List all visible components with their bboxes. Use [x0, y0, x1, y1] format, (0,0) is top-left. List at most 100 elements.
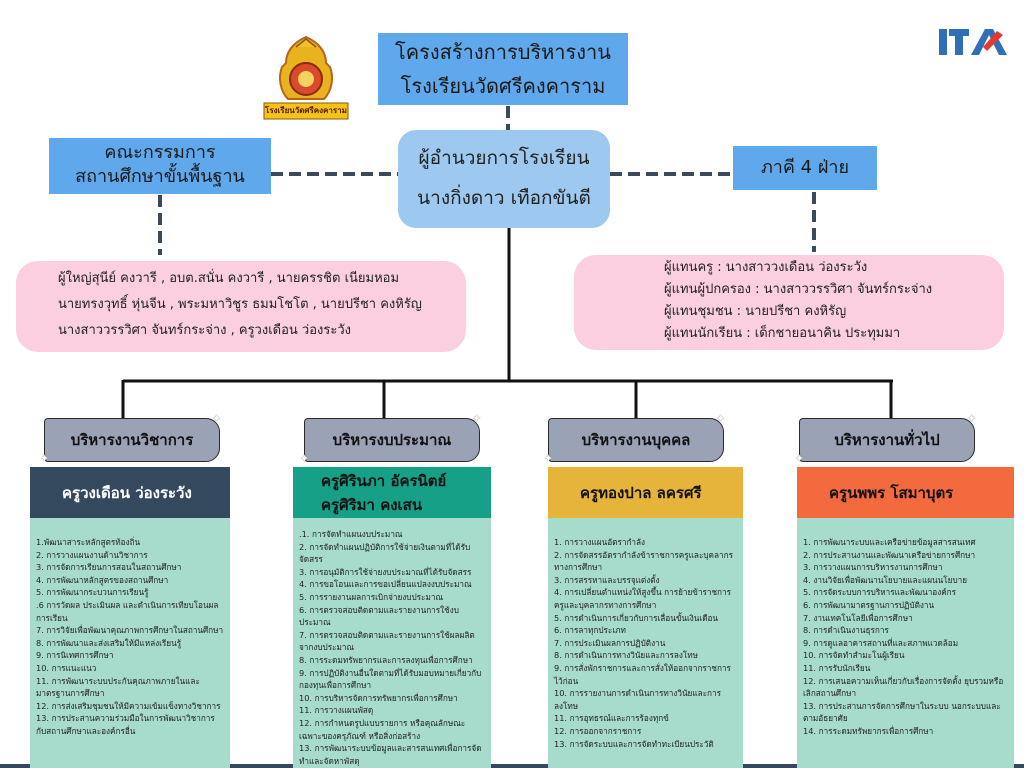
task-item: 1. การวางแผนอัตรากำลัง — [554, 537, 646, 547]
task-item: .6 การวัดผล ประเมินผล และดำเนินการเทียบโ… — [36, 599, 219, 623]
task-item: 3. การอนุมัติการใช้จ่ายงบประมาณที่ได้รับ… — [299, 566, 472, 577]
task-item: 8. การดำเนินการทางวินัยและการลงโทษ — [554, 650, 699, 661]
task-item: 7. งานเทคโนโลยีเพื่อการศึกษา — [803, 612, 913, 623]
task-item: 5. การพัฒนากระบวนการเรียนรู้ — [36, 587, 149, 598]
committee-line: ผู้ใหญ่สุนีย์ คงวารี , อบต.สนั่น คงวารี … — [58, 271, 400, 286]
task-item: 7. การวิจัยเพื่อพัฒนาคุณภาพการศึกษาในสถา… — [36, 625, 224, 636]
logo-caption: โรงเรียนวัดศรีคงคาราม — [265, 106, 347, 115]
task-item: 2. การจัดสรรอัตรากำลังข้าราชการครูและบุค… — [554, 549, 733, 573]
star-icon: ✦ — [300, 452, 310, 465]
task-item: 9. การสั่งพักราชการและการสั่งให้ออกจากรา… — [554, 662, 731, 686]
ita-logo — [937, 25, 1013, 59]
dept-task-list: 1. การวางแผนอัตรากำลัง 2. การจัดสรรอัตราก… — [548, 518, 743, 768]
school-logo: โรงเรียนวัดศรีคงคาราม — [262, 33, 350, 125]
task-item: 9. การดูแลอาคารสถานที่และสภาพแวดล้อม — [803, 637, 959, 648]
committee-members: ผู้ใหญ่สุนีย์ คงวารี , อบต.สนั่น คงวารี … — [16, 261, 466, 352]
task-item: 10. การแนะแนว — [36, 662, 97, 673]
partners-header: ภาคี 4 ฝ่าย — [733, 146, 877, 190]
star-icon: ✦ — [716, 412, 726, 425]
task-item: 12. การกำหนดรูปแบบรายการ หรือคุณลักษณะเฉ… — [299, 717, 466, 741]
task-item: 11. การอุทธรณ์และการร้องทุกข์ — [554, 713, 669, 724]
dept-head-name: ครูนพพร โสมาบุตร — [829, 484, 954, 502]
task-item: 12. การเสนอความเห็นเกี่ยวกับเรื่องการจัด… — [803, 675, 1004, 699]
task-item: 3. การจัดการเรียนการสอนในสถานศึกษา — [36, 562, 182, 573]
star-icon: ✦ — [40, 452, 50, 465]
dept-tab: บริหารงานทั่วไป — [799, 418, 975, 462]
task-item: 11. การรับนักเรียน — [803, 662, 871, 673]
task-item: 9. การปฏิบัติงานอื่นใดตามที่ได้รับมอบหมา… — [299, 667, 482, 691]
star-icon: ✦ — [795, 452, 805, 465]
task-item: 7. การตรวจสอบติดตามและรายงานการใช้ผลผลิต… — [299, 629, 475, 653]
task-item: 4. งานวิจัยเพื่อพัฒนานโยบายและแผนนโยบาย — [803, 574, 968, 585]
committee-line: นายทรงวุทธิ์ หุ่นจีน , พระมหาวิชูร ธมมโช… — [58, 297, 422, 312]
task-item: 10. การบริหารจัดการทรัพยากรเพื่อการศึกษา — [299, 692, 458, 703]
director-title: ผู้อำนวยการโรงเรียน — [418, 147, 590, 169]
director-name: นางกิ่งดาว เทือกขันตี — [417, 187, 591, 209]
director-box: ผู้อำนวยการโรงเรียน นางกิ่งดาว เทือกขันต… — [398, 130, 610, 228]
partner-line: ผู้แทนนักเรียน : เด็กชายอนาคิน ประทุมมา — [664, 326, 901, 341]
dept-tab: บริหารงานวิชาการ — [44, 418, 220, 462]
task-item: 11. การวางแผนพัสดุ — [299, 705, 374, 716]
dept-task-list: .1. การจัดทำแผนงบประมาณ 2. การจัดทำแผนปฏิ… — [293, 518, 491, 768]
task-item: 6. การพัฒนามาตรฐานการปฏิบัติงาน — [803, 599, 935, 610]
task-item: 13. การจัดระบบและการจัดทำทะเบียนประวัติ — [554, 738, 714, 749]
dept-head-name: ครูศิริมา คงเสน — [321, 496, 423, 514]
task-item: 5. การรายงานผลการเบิกจ่ายงบประมาณ — [299, 591, 444, 602]
task-item: 7. การประเมินผลการปฏิบัติงาน — [554, 637, 666, 648]
partner-line: ผู้แทนผู้ปกครอง : นางสาววรรวิศา จันทร์กร… — [664, 282, 933, 297]
chart-title: โครงสร้างการบริหารงาน โรงเรียนวัดศรีคงคา… — [378, 33, 628, 105]
dept-head: ครูทองปาล ลครศรี — [548, 467, 743, 519]
dept-tab: บริหารงานบุคคล — [548, 418, 724, 462]
dept-task-list: 1. การพัฒนาระบบและเครือข่ายข้อมูลสารสนเท… — [797, 518, 1014, 768]
task-item: 13. การพัฒนาระบบข้อมูลและสารสนเทศเพื่อกา… — [299, 743, 482, 766]
task-item: 12. การออกจากราชการ — [554, 725, 642, 736]
task-item: 10. การจัดทำสำมะโนผู้เรียน — [803, 650, 905, 661]
task-item: 1. การพัฒนาระบบและเครือข่ายข้อมูลสารสนเท… — [803, 537, 976, 547]
dept-head: ครูวงเดือน ว่องระวัง — [30, 467, 230, 519]
task-item: 8. การดำเนินงานธุรการ — [803, 625, 889, 636]
task-item: 8. การระดมทรัพยากรและการลงทุนเพื่อการศึก… — [299, 654, 473, 665]
task-item: 2. การประสานงานและพัฒนาเครือข่ายการศึกษา — [803, 549, 976, 560]
dept-head-name: ครูทองปาล ลครศรี — [580, 484, 702, 502]
task-item: 13. การประสานการจัดการศึกษาในระบบ นอกระบ… — [803, 700, 1001, 724]
task-item: 2. การจัดทำแผนปฏิบัติการใช้จ่ายเงินตามที… — [299, 541, 471, 565]
task-item: 8. การพัฒนาและส่งเสริมให้มีแหล่งเรียนรู้ — [36, 637, 182, 648]
dept-tab: บริหารงบประมาณ — [304, 418, 480, 462]
committee-title-1: คณะกรรมการ — [104, 142, 216, 163]
star-icon: ✦ — [472, 412, 482, 425]
task-item: 5. การดำเนินการเกี่ยวกับการเลื่อนขั้นเงิ… — [554, 612, 719, 623]
task-item: 14. การระดมทรัพยากรเพื่อการศึกษา — [803, 725, 934, 736]
task-item: 5. การจัดระบบการบริหารและพัฒนาองค์กร — [803, 587, 957, 598]
committee-title-2: สถานศึกษาขั้นพื้นฐาน — [75, 166, 245, 187]
task-item: 2. การวางแผนงานด้านวิชาการ — [36, 549, 148, 560]
dept-head-name: ครูศิรินภา อัครนิตย์ — [321, 472, 447, 490]
task-item: 6. การตรวจสอบติดตามและรายงานการใช้งบประม… — [299, 604, 459, 628]
task-item: 4. การเปลี่ยนตำแหน่งให้สูงขึ้น การย้ายข้… — [554, 587, 731, 610]
title-line-2: โรงเรียนวัดศรีคงคาราม — [400, 74, 606, 98]
star-icon: ✦ — [544, 452, 554, 465]
task-item: 4. การขอโอนและการขอเปลี่ยนแปลงงบประมาณ — [299, 579, 472, 590]
task-item: 3. การวางแผนการบริหารงานการศึกษา — [803, 562, 943, 573]
task-item: 12. การส่งเสริมชุมชนให้มีความเข้มแข็งทาง… — [36, 700, 221, 711]
title-line-1: โครงสร้างการบริหารงาน — [395, 40, 611, 64]
task-item: .1. การจัดทำแผนงบประมาณ — [299, 529, 403, 539]
dept-head: ครูนพพร โสมาบุตร — [797, 467, 1014, 519]
task-item: 13. การประสานความร่วมมือในการพัฒนาวิชากา… — [36, 713, 215, 736]
dept-head-name: ครูวงเดือน ว่องระวัง — [62, 484, 192, 502]
star-icon: ✦ — [212, 412, 222, 425]
task-item: 6. การลาทุกประเภท — [554, 625, 626, 636]
task-item: 9. การนิเทศการศึกษา — [36, 650, 114, 661]
partners-members: ผู้แทนครู : นางสาววงเดือน ว่องระวัง ผู้แ… — [574, 255, 1004, 350]
dept-head: ครูศิรินภา อัครนิตย์ครูศิริมา คงเสน — [293, 467, 491, 519]
partner-line: ผู้แทนครู : นางสาววงเดือน ว่องระวัง — [664, 260, 868, 275]
partner-line: ผู้แทนชุมชน : นายปรีชา คงหิรัญ — [664, 304, 847, 319]
task-item: 3. การสรรหาและบรรจุแต่งตั้ง — [554, 574, 660, 585]
committee-line: นางสาววรรวิศา จันทร์กระจ่าง , ครูวงเดือน… — [58, 323, 351, 338]
task-item: 4. การพัฒนาหลักสูตรของสถานศึกษา — [36, 574, 169, 585]
task-item: 11. การพัฒนาระบบประกันคุณภาพภายในและมาตร… — [36, 675, 200, 699]
task-item: 10. การรายงานการดำเนินการทางวินัยและการล… — [554, 688, 722, 711]
task-item: 1.พัฒนาสาระหลักสูตรท้องถิ่น — [36, 537, 141, 547]
star-icon: ✦ — [967, 412, 977, 425]
committee-header: คณะกรรมการ สถานศึกษาขั้นพื้นฐาน — [49, 138, 271, 194]
